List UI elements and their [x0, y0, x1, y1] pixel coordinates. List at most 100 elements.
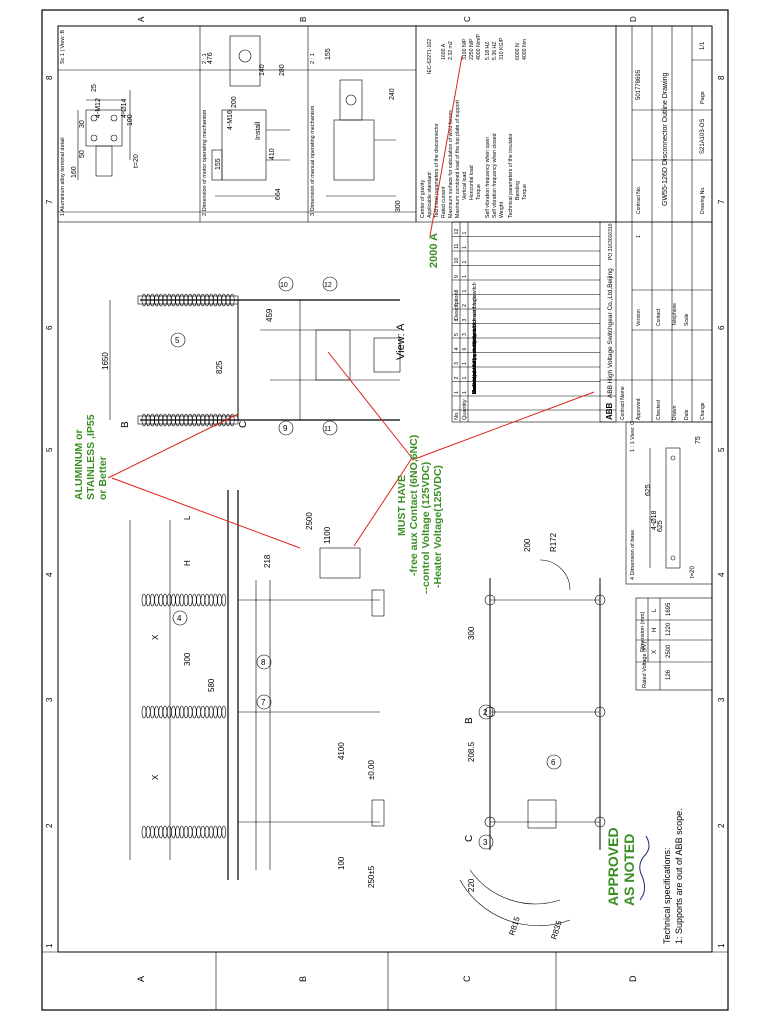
svg-text:300: 300 [183, 652, 192, 666]
front-elevation-view: X X H L 2500 1100 218 300 580 4100 ±0.00… [129, 490, 385, 888]
insulator-disc [145, 705, 151, 719]
insulator-disc [217, 825, 222, 839]
svg-text:±0.00: ±0.00 [367, 759, 376, 780]
svg-text:208.5: 208.5 [467, 741, 476, 762]
border-zone-numbers: 1 2 3 4 5 6 7 8 1 2 3 4 5 6 7 8 [45, 75, 726, 948]
insulator-disc [196, 705, 201, 719]
zone-letter: C [462, 975, 472, 982]
parts-cell: 1 [462, 377, 468, 380]
parts-description-cell: Horizontal rod for earthing switch [472, 318, 478, 394]
svg-text:1695: 1695 [666, 602, 672, 616]
svg-text:300: 300 [395, 200, 402, 212]
svg-text:580: 580 [207, 678, 216, 692]
svg-text:410: 410 [269, 148, 276, 160]
svg-text:-Heater Voltage(125VDC): -Heater Voltage(125VDC) [432, 465, 444, 588]
svg-text:X: X [652, 650, 658, 654]
svg-text:6000 N: 6000 N [515, 43, 521, 60]
insulator-disc [175, 593, 180, 607]
zone-number: 7 [717, 199, 726, 204]
zone-number: 3 [717, 697, 726, 702]
rated-current-annotation: 2000 A [428, 233, 440, 268]
svg-text:Description: Description [454, 292, 460, 320]
svg-text:or Better: or Better [97, 456, 109, 500]
svg-text:250±5: 250±5 [367, 865, 376, 888]
svg-text:Install: Install [255, 121, 262, 140]
svg-text:5.18 HZ: 5.18 HZ [485, 42, 491, 60]
insulator-disc [150, 825, 155, 839]
terminal-detail-drawing: 30 25 4-M12 4-Ø14 100 50 160 t=20 [71, 84, 140, 180]
rated-voltage-table: Rated Voltage (kV) Dimension (mm) X H L … [635, 597, 713, 691]
insulator-disc [171, 825, 176, 839]
detail-strip: 1 Aluminium alloy terminal detail Sc 1 |… [57, 25, 417, 223]
svg-text:Weight: Weight [499, 201, 505, 218]
svg-text:X: X [151, 774, 160, 780]
insulator-disc [208, 825, 214, 839]
parts-description-cell: Insulator [472, 374, 478, 394]
svg-text:AS NOTED: AS NOTED [621, 834, 637, 906]
svg-text:1650: 1650 [101, 352, 110, 370]
svg-text:R172: R172 [549, 532, 558, 552]
must-have-note: MUST HAVE [396, 475, 408, 536]
svg-text:300: 300 [467, 626, 476, 640]
drawing-title: GW55-126D Disconnector Outline Drawing [662, 72, 669, 206]
svg-text:-free aux Contact (6NO,6NC): -free aux Contact (6NO,6NC) [408, 435, 420, 576]
insulator-disc [192, 825, 197, 839]
svg-text:Maximum combined load of the t: Maximum combined load of the top plate o… [455, 100, 461, 218]
svg-text:R835: R835 [549, 919, 564, 940]
insulator-disc [183, 825, 189, 839]
insulator-disc [217, 593, 222, 607]
svg-text:625: 625 [657, 520, 664, 532]
insulator-disc [141, 593, 147, 607]
insulator-disc [166, 705, 172, 719]
svg-text:280: 280 [279, 64, 286, 76]
parts-cell: 1 [454, 391, 460, 394]
zone-number: 7 [45, 199, 54, 204]
svg-text:11: 11 [324, 426, 331, 433]
po-number: PO 3163016310 [608, 223, 614, 260]
svg-text:Change: Change [700, 402, 706, 420]
insulator-disc [204, 825, 210, 839]
side-elevation-view: 1650 459 825 View: A B C 5 10 12 9 11 [101, 276, 407, 436]
svg-text:9: 9 [283, 424, 288, 433]
insulator-column [141, 593, 227, 839]
markup-annotations: ALUMINUM or STAINLESS ,IP55 or Better MU… [73, 55, 650, 906]
svg-text:1220: 1220 [666, 622, 672, 636]
insulator-disc [171, 593, 176, 607]
insulator-disc [221, 825, 227, 839]
svg-text:4-M16: 4-M16 [227, 110, 234, 130]
insulator-disc [145, 825, 151, 839]
svg-text:Drawing No.: Drawing No. [700, 186, 706, 214]
plan-view: 200 R172 300 208.5 220 R815 R835 B C 2 3… [459, 532, 606, 941]
motor-mechanism-box [319, 547, 361, 579]
svg-text:2.32 m2: 2.32 m2 [448, 41, 454, 60]
drawing-number: S21A103-OS [700, 119, 706, 154]
svg-text:5.36 HZ: 5.36 HZ [492, 42, 498, 60]
company-name: ABB High Voltage Switchgear Co.,Ltd,Beij… [607, 268, 614, 398]
svg-text:4000 Nm/P: 4000 Nm/P [476, 34, 482, 60]
parts-cell: 1 [462, 391, 468, 394]
zone-number: 1 [717, 943, 726, 948]
parts-cell: 2 [454, 377, 460, 380]
insulator-disc [141, 825, 147, 839]
contract-number: 501778695 [636, 69, 642, 100]
svg-text:75: 75 [695, 436, 702, 444]
zone-number: 1 [45, 943, 54, 948]
insulator-disc [150, 705, 155, 719]
zone-number: 2 [45, 823, 54, 828]
insulator [141, 293, 235, 427]
svg-text:2500: 2500 [305, 512, 314, 530]
abb-logo: ABB [605, 402, 614, 420]
svg-text:4-Ø14: 4-Ø14 [121, 98, 128, 118]
svg-text:Rated Voltage (kV): Rated Voltage (kV) [642, 642, 648, 688]
insulator-disc [141, 705, 147, 719]
svg-text:664: 664 [275, 188, 282, 200]
aluminum-note: ALUMINUM or [73, 429, 85, 500]
svg-text:160: 160 [71, 166, 78, 178]
parts-cell: 10 [454, 258, 460, 264]
svg-text:240: 240 [389, 88, 396, 100]
technical-specifications-note: Technical specifications: 1: Supports ar… [662, 808, 684, 944]
insulator-disc [179, 825, 185, 839]
insulator-disc [183, 705, 189, 719]
motor-mechanism-detail-drawing: 155 410 4-M16 200 Install 664 476 140 28… [207, 35, 290, 200]
